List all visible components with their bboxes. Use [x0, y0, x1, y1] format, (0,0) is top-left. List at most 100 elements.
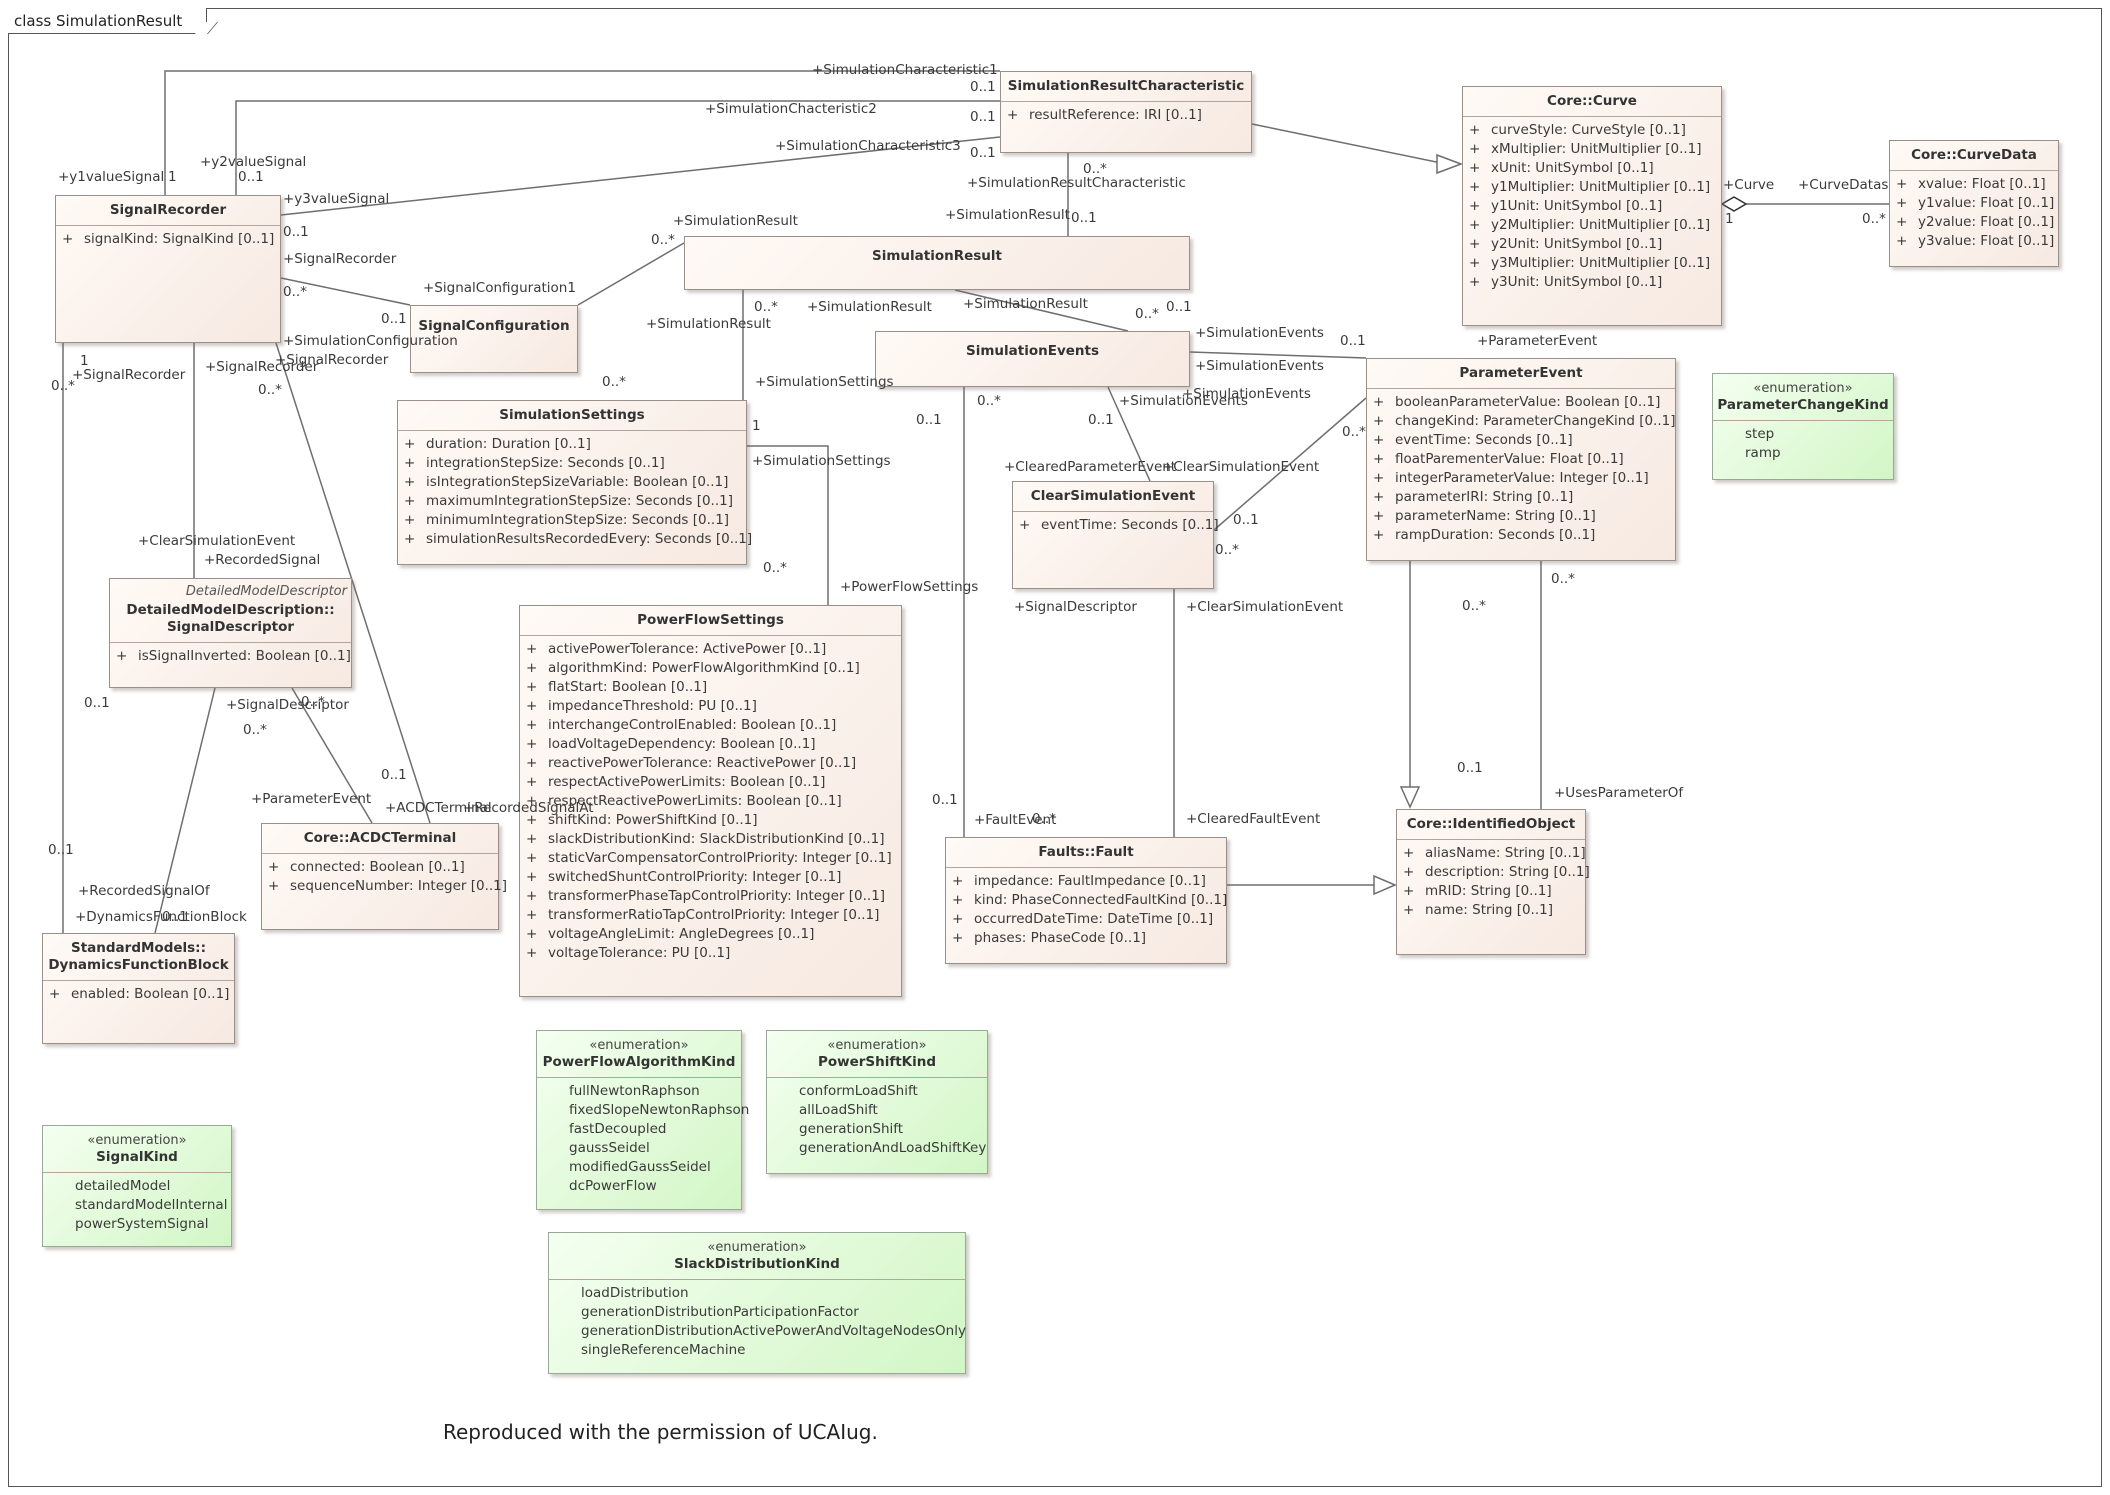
attribute: +duration: Duration [0..1]	[404, 436, 591, 452]
enum-value: standardModelInternal	[75, 1197, 228, 1213]
attribute: +sequenceNumber: Integer [0..1]	[268, 878, 508, 894]
class-simulation-result[interactable]: SimulationResult	[684, 236, 1190, 290]
multiplicity-label: 0..1	[970, 109, 996, 125]
multiplicity-label: 0..*	[754, 299, 778, 315]
class-name: Core::Curve	[1547, 93, 1637, 109]
permission-note: Reproduced with the permission of UCAIug…	[443, 1420, 878, 1444]
attribute: +transformerPhaseTapControlPriority: Int…	[526, 888, 886, 904]
multiplicity-label: 0..*	[1862, 211, 1886, 227]
enum-value: step	[1745, 426, 1775, 442]
enum-signal-kind[interactable]: «enumeration»SignalKind detailedModel st…	[42, 1125, 232, 1247]
role-label: +SimulationCharacteristic1	[812, 62, 998, 78]
multiplicity-label: +DynamicsFunctionBlock	[75, 909, 247, 925]
attribute-list: +aliasName: String [0..1] +description: …	[1397, 840, 1590, 926]
attribute: +y1value: Float [0..1]	[1896, 195, 2055, 211]
class-name: SimulationResult	[871, 248, 1002, 264]
class-core-curve-data[interactable]: Core::CurveData +xvalue: Float [0..1] +y…	[1889, 140, 2059, 267]
role-label: 0..1	[381, 767, 407, 783]
attribute: +shiftKind: PowerShiftKind [0..1]	[526, 812, 758, 828]
enum-value: fixedSlopeNewtonRaphson	[569, 1102, 750, 1118]
enum-power-shift-kind[interactable]: «enumeration»PowerShiftKind conformLoadS…	[766, 1030, 988, 1174]
class-power-flow-settings[interactable]: PowerFlowSettings +activePowerTolerance:…	[519, 605, 902, 997]
role-label: 0..*	[258, 382, 282, 398]
role-label: 0..*	[602, 374, 626, 390]
class-simulation-result-characteristic[interactable]: SimulationResultCharacteristic +resultRe…	[1000, 71, 1252, 153]
enum-values: loadDistribution generationDistributionP…	[549, 1280, 966, 1366]
enum-value: generationShift	[799, 1121, 904, 1137]
multiplicity-label: 0..1	[970, 79, 996, 95]
attribute: +y2Multiplier: UnitMultiplier [0..1]	[1469, 217, 1711, 233]
class-simulation-events[interactable]: SimulationEvents	[875, 331, 1190, 387]
attribute: +loadVoltageDependency: Boolean [0..1]	[526, 736, 816, 752]
enum-value: allLoadShift	[799, 1102, 878, 1118]
attribute: +activePowerTolerance: ActivePower [0..1…	[526, 641, 827, 657]
multiplicity-label: 0..*	[283, 284, 307, 300]
enum-value: fullNewtonRaphson	[569, 1083, 700, 1099]
enum-value: dcPowerFlow	[569, 1178, 657, 1194]
class-simulation-settings[interactable]: SimulationSettings +duration: Duration […	[397, 400, 752, 565]
attribute: +mRID: String [0..1]	[1403, 883, 1552, 899]
attribute: +respectActivePowerLimits: Boolean [0..1…	[526, 774, 826, 790]
attribute: +y2value: Float [0..1]	[1896, 214, 2055, 230]
role-label: +SignalConfiguration1	[423, 280, 576, 296]
class-signal-configuration[interactable]: SignalConfiguration	[410, 305, 578, 373]
attribute: +staticVarCompensatorControlPriority: In…	[526, 850, 892, 866]
class-core-acdc-terminal[interactable]: Core::ACDCTerminal +connected: Boolean […	[261, 823, 508, 930]
role-label: +y3valueSignal	[283, 191, 390, 207]
multiplicity-label: +ACDCTerminal	[385, 800, 492, 816]
class-faults-fault[interactable]: Faults::Fault +impedance: FaultImpedance…	[945, 837, 1227, 964]
class-dynamics-function-block[interactable]: StandardModels:: DynamicsFunctionBlock +…	[42, 933, 235, 1044]
multiplicity-label: +SimulationEvents	[1119, 393, 1248, 409]
enum-slack-distribution-kind[interactable]: «enumeration»SlackDistributionKind loadD…	[548, 1232, 966, 1374]
enum-name: «enumeration»ParameterChangeKind	[1717, 381, 1889, 413]
class-name: Core::ACDCTerminal	[303, 830, 457, 846]
class-signal-recorder[interactable]: SignalRecorder +signalKind: SignalKind […	[55, 195, 281, 343]
multiplicity-label: +RecordedSignal	[204, 552, 321, 568]
multiplicity-label: 0..*	[977, 393, 1001, 409]
multiplicity-label: +FaultEvent	[974, 812, 1057, 828]
diagram-frame	[8, 8, 2102, 1487]
role-label: 0..*	[243, 722, 267, 738]
attribute: +slackDistributionKind: SlackDistributio…	[526, 831, 885, 847]
role-label: +SimulationEvents	[1182, 386, 1311, 402]
multiplicity-label: +ClearSimulationEvent	[1162, 459, 1320, 475]
enum-name: «enumeration»PowerShiftKind	[817, 1038, 937, 1070]
multiplicity-label: +RecordedSignalAt	[463, 800, 594, 816]
multiplicity-label: +SimulationResult	[963, 296, 1088, 312]
role-label: 0..*	[1215, 542, 1239, 558]
attribute: +integrationStepSize: Seconds [0..1]	[404, 455, 665, 471]
class-name: ClearSimulationEvent	[1030, 488, 1196, 504]
class-clear-simulation-event[interactable]: ClearSimulationEvent +eventTime: Seconds…	[1012, 481, 1219, 589]
enum-value: generationDistributionActivePowerAndVolt…	[581, 1323, 966, 1339]
enum-parameter-change-kind[interactable]: «enumeration»ParameterChangeKind step ra…	[1712, 373, 1894, 480]
class-core-identified-object[interactable]: Core::IdentifiedObject +aliasName: Strin…	[1396, 809, 1590, 955]
attribute: +description: String [0..1]	[1403, 864, 1590, 880]
attribute: +kind: PhaseConnectedFaultKind [0..1]	[952, 892, 1228, 908]
role-label: 0..1	[1340, 333, 1366, 349]
attribute: +interchangeControlEnabled: Boolean [0..…	[526, 717, 837, 733]
class-name: DetailedModelDescription:: SignalDescrip…	[126, 602, 335, 635]
multiplicity-label: +ClearSimulationEvent	[1186, 599, 1344, 615]
class-core-curve[interactable]: Core::Curve +curveStyle: CurveStyle [0..…	[1462, 86, 1722, 326]
role-label: +CurveDatas	[1798, 177, 1889, 193]
class-parameter-event[interactable]: ParameterEvent +booleanParameterValue: B…	[1366, 358, 1676, 561]
role-label: +ClearedParameterEvent	[1004, 459, 1177, 475]
role-label: +SimulationResult	[646, 316, 771, 332]
role-label: +ParameterEvent	[251, 791, 372, 807]
class-name: PowerFlowSettings	[637, 612, 784, 628]
attribute: +eventTime: Seconds [0..1]	[1019, 517, 1219, 533]
role-label: +RecordedSignalOf	[78, 883, 210, 899]
role-label: +ClearSimulationEvent	[138, 533, 296, 549]
enum-power-flow-algorithm-kind[interactable]: «enumeration»PowerFlowAlgorithmKind full…	[536, 1030, 750, 1210]
class-name: Core::IdentifiedObject	[1406, 816, 1576, 832]
enum-value: generationAndLoadShiftKey	[799, 1140, 987, 1156]
class-signal-descriptor[interactable]: DetailedModelDescriptor DetailedModelDes…	[109, 578, 352, 688]
class-name: SignalConfiguration	[418, 318, 570, 334]
attribute-list: +activePowerTolerance: ActivePower [0..1…	[520, 636, 901, 969]
class-name: Faults::Fault	[1038, 844, 1134, 860]
role-label: 0..1	[1457, 760, 1483, 776]
attribute-list: +isSignalInverted: Boolean [0..1]	[110, 643, 351, 672]
class-name: Core::CurveData	[1911, 147, 2037, 163]
role-label: 0..1	[84, 695, 110, 711]
enum-values: conformLoadShift allLoadShift generation…	[767, 1078, 987, 1164]
